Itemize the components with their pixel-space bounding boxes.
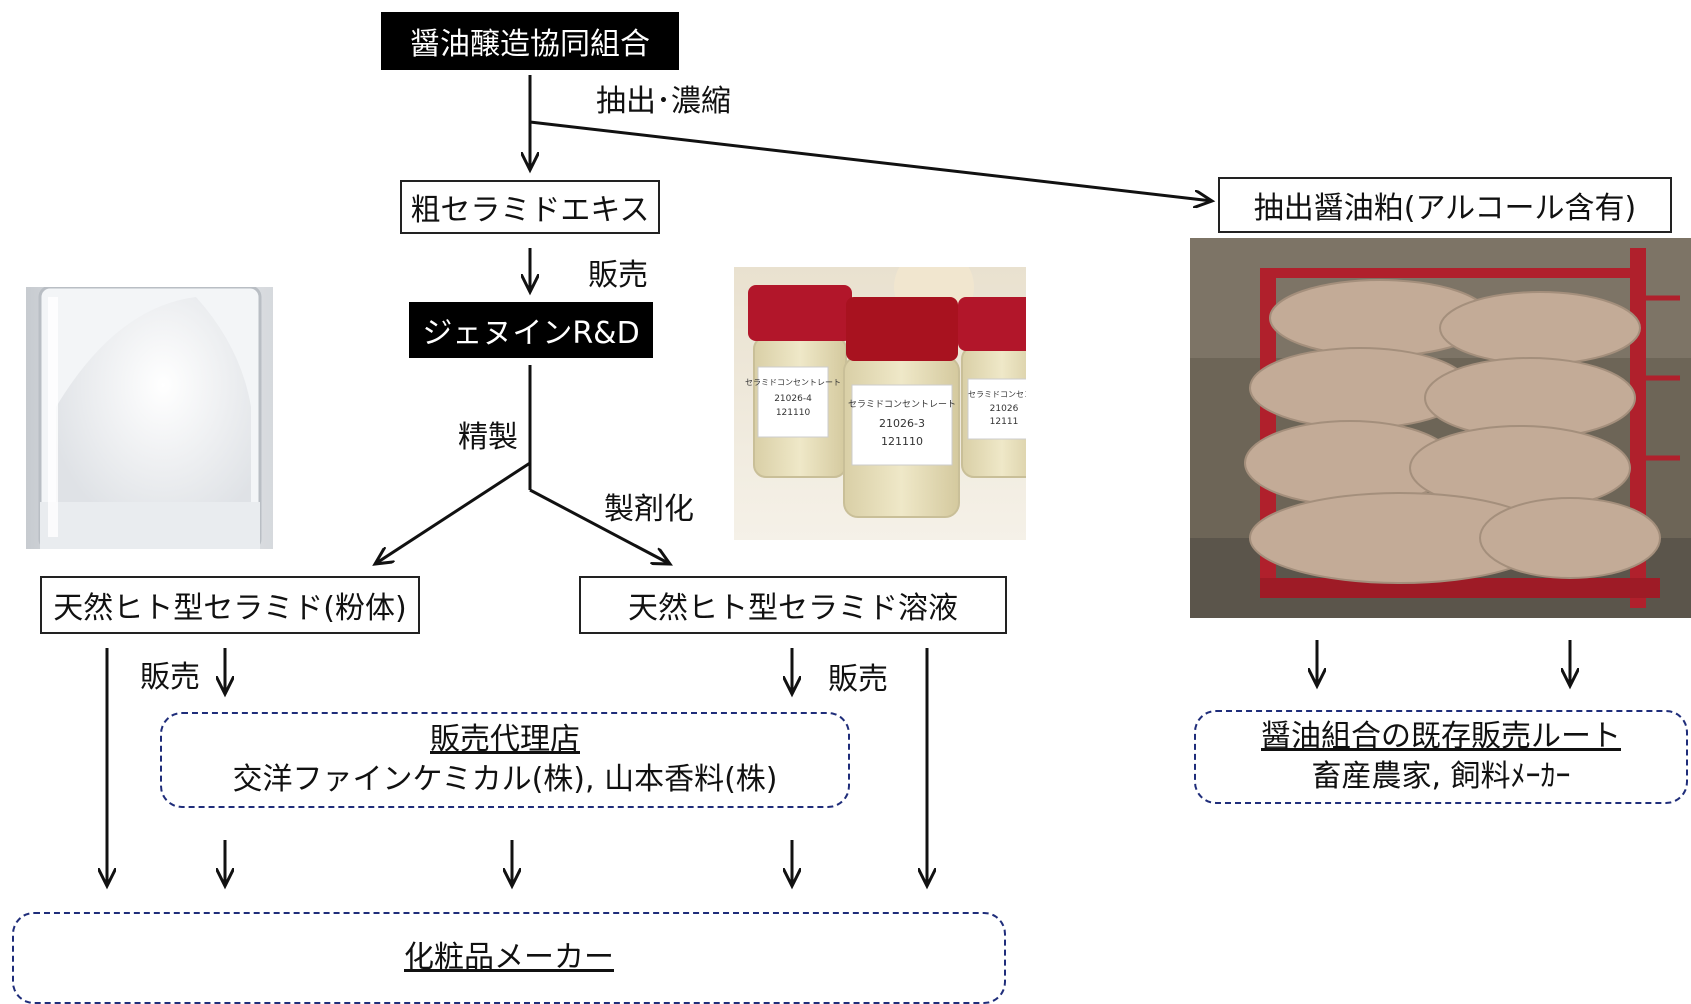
bottle3-date: 12111	[990, 417, 1019, 427]
route-box: 醤油組合の既存販売ルート 畜産農家, 飼料ﾒｰｶｰ	[1194, 710, 1688, 804]
label-refine: 精製	[458, 420, 518, 455]
node-crude-extract: 粗セラミドエキス	[400, 180, 660, 234]
solution-bottles-photo: セラミドコンセントレート 21026-4 121110 セラミドコンセントレート…	[734, 267, 1026, 540]
label-sale-2: 販売	[140, 660, 200, 695]
label-sale-3: 販売	[828, 662, 888, 697]
arrow-coop-to-residue	[529, 120, 1212, 201]
route-title: 醤油組合の既存販売ルート	[1261, 719, 1621, 754]
node-genuine-rd: ジェヌインR&D	[409, 302, 653, 358]
node-powder: 天然ヒト型セラミド(粉体)	[40, 576, 420, 634]
node-coop: 醤油醸造協同組合	[381, 12, 679, 70]
bottle3-label: セラミドコンセント	[968, 390, 1026, 399]
bottle1-label: セラミドコンセントレート	[745, 378, 841, 387]
cosmetics-title: 化粧品メーカー	[404, 940, 614, 975]
bottle2-code: 21026-3	[879, 417, 925, 430]
label-extract: 抽出･濃縮	[596, 84, 731, 119]
label-sale-1: 販売	[588, 258, 648, 293]
cosmetics-box: 化粧品メーカー	[12, 912, 1006, 1004]
agency-names: 交洋ファインケミカル(株), 山本香料(株)	[232, 762, 778, 797]
route-names: 畜産農家, 飼料ﾒｰｶｰ	[1311, 759, 1571, 794]
residue-bags-photo	[1190, 238, 1691, 618]
agency-title: 販売代理店	[430, 722, 580, 757]
arrow-to-solution	[529, 488, 670, 564]
bottle3-code: 21026	[990, 404, 1019, 414]
powder-photo	[26, 287, 273, 549]
node-residue: 抽出醤油粕(アルコール含有)	[1218, 177, 1672, 233]
label-formulate: 製剤化	[604, 492, 694, 527]
bottle2-date: 121110	[881, 435, 923, 448]
bottle1-date: 121110	[776, 408, 811, 418]
bottle2-label: セラミドコンセントレート	[848, 399, 956, 410]
bottle1-code: 21026-4	[774, 394, 812, 404]
agency-box: 販売代理店 交洋ファインケミカル(株), 山本香料(株)	[160, 712, 850, 808]
arrow-to-powder	[375, 461, 531, 564]
node-solution: 天然ヒト型セラミド溶液	[579, 576, 1007, 634]
